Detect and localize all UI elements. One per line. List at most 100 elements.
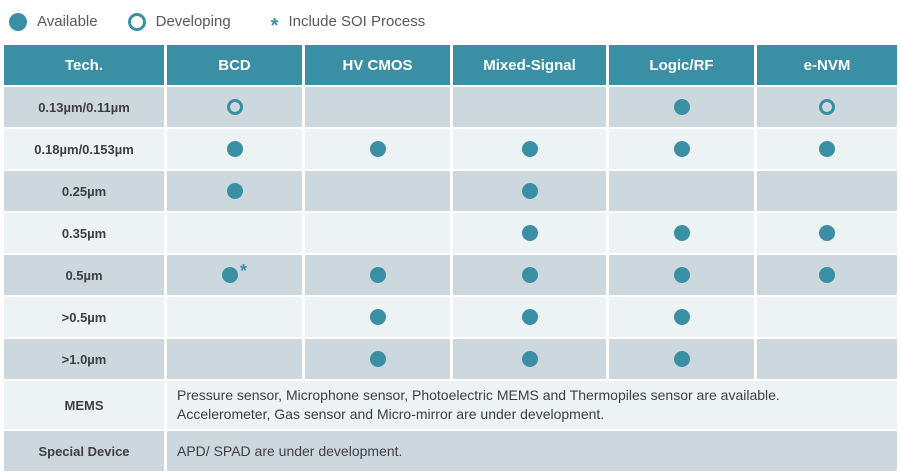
process-cell (453, 297, 606, 337)
available-dot-icon (369, 267, 386, 283)
process-cell (757, 213, 897, 253)
process-cell (757, 129, 897, 169)
legend-soi-label: Include SOI Process (288, 13, 426, 30)
table-row: 0.25µm (4, 171, 897, 211)
column-header-bcd: BCD (167, 45, 302, 85)
table-row-special-device: Special Device APD/ SPAD are under devel… (4, 431, 897, 471)
special-device-description: APD/ SPAD are under development. (167, 431, 897, 471)
process-cell (609, 129, 754, 169)
available-dot-icon (521, 267, 538, 283)
column-header-tech: Tech. (4, 45, 164, 85)
legend-developing-label: Developing (155, 13, 231, 30)
process-cell (167, 87, 302, 127)
available-dot-icon (521, 183, 538, 199)
table-header-row: Tech. BCD HV CMOS Mixed-Signal Logic/RF … (4, 45, 897, 85)
process-cell (453, 171, 606, 211)
available-dot-icon (521, 309, 538, 325)
available-dot-icon (226, 183, 243, 199)
process-cell (609, 171, 754, 211)
process-cell (305, 255, 450, 295)
process-cell (167, 339, 302, 379)
table-row: 0.5µm * (4, 255, 897, 295)
developing-dot-icon (226, 99, 243, 115)
available-dot-icon (369, 141, 386, 157)
available-dot-icon (819, 267, 835, 283)
process-cell (757, 87, 897, 127)
process-table: Tech. BCD HV CMOS Mixed-Signal Logic/RF … (4, 45, 897, 473)
table-row: >1.0µm (4, 339, 897, 379)
process-cell (453, 213, 606, 253)
developing-dot-icon (819, 99, 835, 115)
available-dot-icon (521, 141, 538, 157)
available-dot-icon (673, 225, 690, 241)
tech-label: >1.0µm (4, 339, 164, 379)
process-cell (167, 213, 302, 253)
available-dot-icon (9, 12, 27, 31)
legend-soi: * Include SOI Process (270, 13, 426, 37)
legend-developing: Developing (127, 12, 231, 31)
column-header-logic-rf: Logic/RF (609, 45, 754, 85)
process-cell (609, 339, 754, 379)
tech-label: 0.18µm/0.153µm (4, 129, 164, 169)
available-dot-icon (673, 99, 690, 115)
tech-label: MEMS (4, 381, 164, 429)
soi-asterisk-icon: * (270, 14, 279, 37)
process-cell (167, 171, 302, 211)
available-dot-icon (673, 267, 690, 283)
available-dot-icon (673, 351, 690, 367)
available-dot-icon (673, 141, 690, 157)
tech-label: Special Device (4, 431, 164, 471)
soi-asterisk-icon: * (239, 261, 247, 281)
available-dot-icon (226, 141, 243, 157)
process-cell (453, 255, 606, 295)
table-row: 0.35µm (4, 213, 897, 253)
process-cell (305, 171, 450, 211)
tech-label: 0.5µm (4, 255, 164, 295)
column-header-e-nvm: e-NVM (757, 45, 897, 85)
process-cell (757, 339, 897, 379)
legend-available: Available (9, 12, 98, 31)
available-dot-icon (521, 351, 538, 367)
process-cell (305, 297, 450, 337)
process-cell (609, 87, 754, 127)
process-cell (453, 339, 606, 379)
column-header-mixed-signal: Mixed-Signal (453, 45, 606, 85)
process-cell (305, 339, 450, 379)
available-dot-icon (521, 225, 538, 241)
table-row: 0.13µm/0.11µm (4, 87, 897, 127)
process-cell (757, 297, 897, 337)
process-cell (453, 129, 606, 169)
tech-label: >0.5µm (4, 297, 164, 337)
process-cell (609, 297, 754, 337)
mems-description-line2: Accelerometer, Gas sensor and Micro-mirr… (177, 406, 605, 422)
process-cell (757, 255, 897, 295)
process-cell (757, 171, 897, 211)
tech-label: 0.13µm/0.11µm (4, 87, 164, 127)
process-cell (305, 213, 450, 253)
available-dot-icon (369, 351, 386, 367)
developing-dot-icon (127, 12, 146, 31)
process-cell (305, 87, 450, 127)
mems-description-line1: Pressure sensor, Microphone sensor, Phot… (177, 387, 780, 403)
legend: Available Developing * Include SOI Proce… (0, 0, 900, 37)
legend-available-label: Available (37, 13, 98, 30)
mems-description: Pressure sensor, Microphone sensor, Phot… (167, 381, 897, 429)
process-cell: * (167, 255, 302, 295)
tech-label: 0.35µm (4, 213, 164, 253)
available-dot-icon (221, 267, 238, 283)
available-dot-icon (819, 141, 835, 157)
process-cell (609, 213, 754, 253)
process-cell (609, 255, 754, 295)
process-cell (305, 129, 450, 169)
available-dot-icon (673, 309, 690, 325)
tech-label: 0.25µm (4, 171, 164, 211)
special-device-description-line1: APD/ SPAD are under development. (177, 442, 403, 459)
column-header-hv-cmos: HV CMOS (305, 45, 450, 85)
table-row: >0.5µm (4, 297, 897, 337)
table-row-mems: MEMS Pressure sensor, Microphone sensor,… (4, 381, 897, 429)
available-dot-icon (819, 225, 835, 241)
table-row: 0.18µm/0.153µm (4, 129, 897, 169)
process-cell (453, 87, 606, 127)
available-dot-icon (369, 309, 386, 325)
